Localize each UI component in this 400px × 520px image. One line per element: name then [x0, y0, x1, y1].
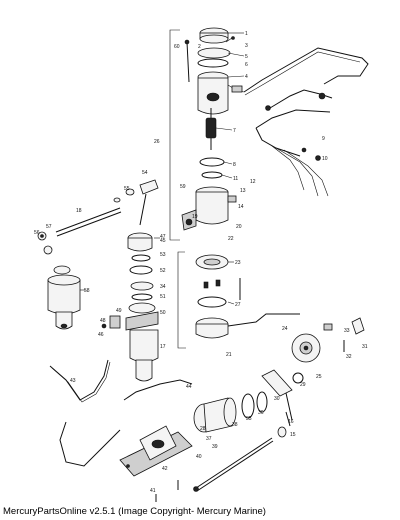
- callout-4: 4: [245, 74, 248, 80]
- callout-54: 54: [142, 170, 148, 176]
- tube-44: [123, 379, 193, 401]
- copyright-footer: MercuryPartsOnline v2.5.1 (Image Copyrig…: [3, 506, 266, 517]
- callout-19: 19: [192, 214, 198, 220]
- lower-rings: [193, 391, 268, 433]
- callout-13: 13: [240, 188, 246, 194]
- callout-37: 37: [206, 436, 212, 442]
- callout-46: 46: [98, 332, 104, 338]
- callout-38: 38: [232, 422, 238, 428]
- callout-56: 56: [34, 230, 40, 236]
- callout-42: 42: [162, 466, 168, 472]
- long-bolt-41: [193, 437, 274, 492]
- callout-32: 32: [346, 354, 352, 360]
- callout-34: 34: [160, 284, 166, 290]
- tube-lower-left: [59, 421, 121, 467]
- callout-31: 31: [362, 344, 368, 350]
- callout-1: 1: [245, 31, 248, 37]
- callout-57: 57: [46, 224, 52, 230]
- callout-55: 55: [124, 186, 130, 192]
- callout-29: 29: [300, 382, 306, 388]
- callout-45: 45: [160, 238, 166, 244]
- trim-cylinder-58: [47, 265, 81, 330]
- callout-41: 41: [150, 488, 156, 494]
- callout-43: 43: [70, 378, 76, 384]
- callout-21: 21: [226, 352, 232, 358]
- tube-43: [49, 359, 111, 403]
- callout-15: 15: [290, 432, 296, 438]
- pivot-pin-assembly: [113, 179, 159, 226]
- callout-16: 16: [288, 419, 294, 425]
- callout-27: 27: [235, 302, 241, 308]
- callout-52: 52: [160, 268, 166, 274]
- callout-60: 60: [174, 44, 180, 50]
- callout-44: 44: [186, 384, 192, 390]
- callout-28: 28: [200, 426, 206, 432]
- callout-25: 25: [316, 374, 322, 380]
- callout-11: 11: [233, 176, 238, 182]
- bracket-valve: [177, 251, 186, 349]
- callout-3: 3: [245, 43, 248, 49]
- callout-10: 10: [322, 156, 328, 162]
- callout-20: 20: [236, 224, 242, 230]
- bracket-26: [169, 29, 180, 241]
- leader-lines: [80, 32, 245, 305]
- callout-26: 26: [154, 139, 160, 145]
- rod-18: [55, 207, 122, 237]
- rings-8-9: [199, 157, 225, 179]
- callout-33: 33: [344, 328, 350, 334]
- valve-body-23: [195, 254, 241, 339]
- callout-59: 59: [180, 184, 186, 190]
- small-screws-2-3: [225, 36, 235, 43]
- callout-9: 9: [322, 136, 325, 142]
- wiring-harness-top: [243, 47, 369, 197]
- callout-12: 12: [250, 179, 256, 185]
- rod-60: [184, 39, 190, 83]
- callout-8: 8: [233, 162, 236, 168]
- callout-14: 14: [238, 204, 244, 210]
- callout-17: 17: [160, 344, 166, 350]
- exploded-parts-diagram: 1 2 3 4 5 6 7 8 9 10 11 12 13 14 15 16 1…: [34, 27, 369, 502]
- fittings-56-57: [37, 231, 53, 255]
- reservoir-cap-assembly: [197, 27, 245, 115]
- callout-23: 23: [235, 260, 241, 266]
- callout-53: 53: [160, 252, 166, 258]
- callout-18: 18: [76, 208, 82, 214]
- callout-50: 50: [160, 310, 166, 316]
- rotor-shaft-30: [261, 369, 304, 421]
- callout-36: 36: [258, 410, 264, 416]
- base-block-42: [119, 425, 193, 477]
- callout-35: 35: [246, 416, 252, 422]
- end-cap-25: [291, 333, 321, 363]
- bolts-lower: [155, 480, 179, 502]
- tube-24: [227, 313, 300, 327]
- pump-body-14: [181, 186, 237, 231]
- callout-5: 5: [245, 54, 248, 60]
- callout-39: 39: [212, 444, 218, 450]
- callout-48: 48: [100, 318, 106, 324]
- callout-58: 58: [84, 288, 90, 294]
- small-parts-15-16: [277, 411, 291, 438]
- callout-47: 47: [160, 234, 166, 240]
- callout-49: 49: [116, 308, 122, 314]
- callout-40: 40: [196, 454, 202, 460]
- callout-51: 51: [160, 294, 166, 300]
- callout-22: 22: [228, 236, 234, 242]
- callout-6: 6: [245, 62, 248, 68]
- callout-7: 7: [233, 128, 236, 134]
- fittings-right: [323, 317, 365, 352]
- center-stack: [125, 232, 159, 382]
- callout-30: 30: [274, 396, 280, 402]
- callout-2: 2: [198, 44, 201, 50]
- callout-24: 24: [282, 326, 288, 332]
- mount-block-48: [101, 315, 121, 329]
- callout-labels: 1 2 3 4 5 6 7 8 9 10 11 12 13 14 15 16 1…: [34, 31, 368, 494]
